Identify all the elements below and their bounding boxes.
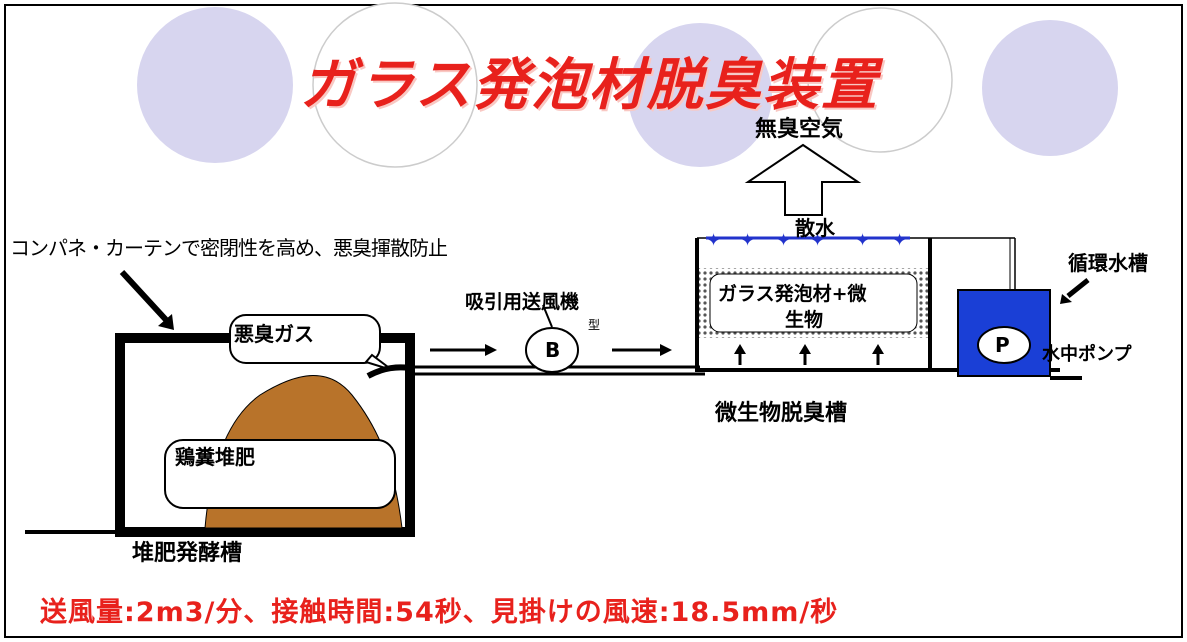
specs-text: 送風量:2m3/分、接触時間:54秒、見掛けの風速:18.5mm/秒 <box>40 597 839 628</box>
submersible-pump-label: 水中ポンプ <box>1042 344 1132 365</box>
blower-label: 吸引用送風機 <box>465 291 580 313</box>
svg-text:✦: ✦ <box>810 230 825 251</box>
svg-text:✦: ✦ <box>706 230 721 251</box>
svg-text:✦: ✦ <box>740 230 755 251</box>
odor-gas-label: 悪臭ガス <box>234 322 314 346</box>
compost-label-box <box>164 439 396 509</box>
media-label-line1: ガラス発泡材+微 <box>718 283 867 305</box>
svg-text:✦: ✦ <box>855 230 870 251</box>
svg-text:✦: ✦ <box>892 230 907 251</box>
media-label-box <box>709 273 918 333</box>
airflow-up-arrows <box>734 344 884 365</box>
blower-small-mark: 型 <box>588 318 601 332</box>
decorative-bubbles <box>137 2 1118 168</box>
deodorizer-tank-label: 微生物脱臭槽 <box>715 401 848 426</box>
enclosure-label: コンパネ・カーテンで密閉性を高め、悪臭揮散防止 <box>10 236 448 260</box>
blower <box>525 304 579 373</box>
compost-label: 鶏糞堆肥 <box>175 445 255 469</box>
fermentation-tank <box>115 333 415 537</box>
deodorizer-tank: ✦ ✦ ✦ ✦ ✦ ✦ <box>695 230 1060 372</box>
clean-air-arrow <box>744 143 862 216</box>
page-title: ガラス発泡材脱臭装置 <box>300 53 879 118</box>
circulation-tank-label: 循環水槽 <box>1068 251 1148 275</box>
svg-text:✦: ✦ <box>776 230 791 251</box>
pump-mark: P <box>995 333 1010 357</box>
blower-mark: B <box>545 338 561 362</box>
clean-air-label: 無臭空気 <box>755 117 844 142</box>
fermentation-tank-label: 堆肥発酵槽 <box>132 541 243 566</box>
spray-nozzles: ✦ ✦ ✦ ✦ ✦ ✦ <box>706 230 910 251</box>
outer-border <box>4 4 1183 638</box>
circulation-tank <box>957 278 1090 380</box>
sprinkle-label: 散水 <box>795 216 835 240</box>
media-label-line2: 生物 <box>785 309 824 331</box>
odor-gas-bubble <box>229 314 381 364</box>
enclosure-pointer <box>119 269 171 325</box>
